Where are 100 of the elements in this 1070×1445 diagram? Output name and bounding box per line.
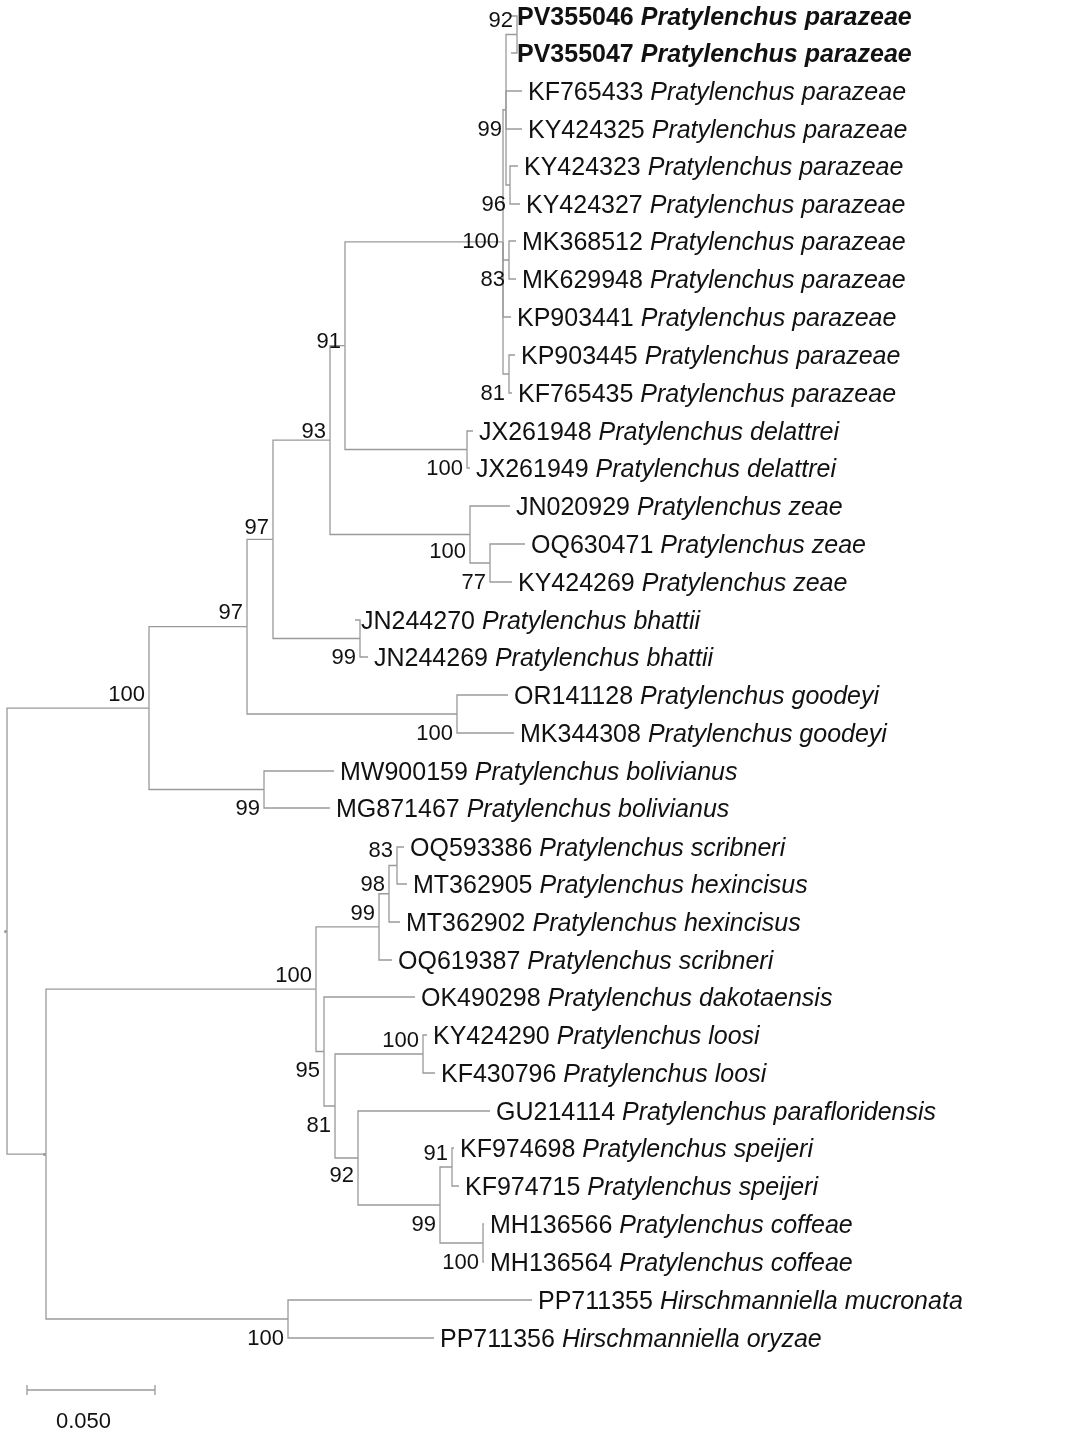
tree-branch (148, 626, 248, 709)
tree-branch (422, 1034, 428, 1055)
taxon-label: MT362905 Pratylenchus hexincisus (407, 870, 808, 898)
branch-junction (4, 929, 7, 933)
taxon-label: GU214114 Pratylenchus parafloridensis (490, 1097, 937, 1125)
bootstrap-value: 99 (331, 645, 356, 669)
bootstrap-value: 81 (480, 381, 505, 405)
tree-branch (469, 533, 491, 564)
bootstrap-value: 100 (416, 721, 453, 745)
bootstrap-value: 100 (426, 456, 463, 480)
tree-branch (344, 345, 468, 451)
tree-branch (456, 694, 509, 715)
bootstrap-value: 100 (275, 963, 312, 987)
taxon-label: MW900159 Pratylenchus bolivianus (334, 757, 738, 785)
taxon-label: KP903441 Pratylenchus parazeae (511, 303, 897, 331)
tree-branch (466, 430, 474, 451)
tree-branch (246, 626, 458, 715)
tree-branch (45, 988, 317, 1155)
tree-branch (396, 864, 408, 885)
tree-branch (329, 345, 346, 441)
tree-branch (359, 637, 369, 658)
tree-branch (469, 505, 511, 536)
taxon-label: MH136566 Pratylenchus coffeae (484, 1210, 853, 1238)
bootstrap-value: 92 (488, 8, 513, 32)
taxon-label: PP711355 Hirschmanniella mucronata (532, 1286, 963, 1314)
taxon-label: JN244270 Pratylenchus bhattii (355, 606, 701, 634)
bootstrap-value: 100 (247, 1326, 284, 1350)
tree-branch (334, 1053, 424, 1107)
bootstrap-value: 100 (462, 229, 499, 253)
bootstrap-value: 100 (108, 682, 145, 706)
bootstrap-value: 92 (329, 1163, 354, 1187)
tree-branch (439, 1204, 484, 1244)
tree-branch (323, 996, 416, 1053)
taxon-label: MT362902 Pratylenchus hexincisus (400, 908, 801, 936)
tree-branch (344, 241, 504, 347)
taxon-label: MK368512 Pratylenchus parazeae (516, 227, 906, 255)
tree-branch (509, 184, 521, 205)
bootstrap-value: 99 (350, 901, 375, 925)
bootstrap-value: 96 (481, 192, 506, 216)
tree-branch (315, 988, 325, 1053)
tree-branch (489, 543, 526, 564)
tree-branch (334, 1105, 359, 1159)
tree-branch (148, 707, 265, 791)
taxon-label: JN244269 Pratylenchus bhattii (368, 643, 714, 671)
tree-branch (6, 707, 150, 932)
tree-branch (315, 926, 380, 990)
tree-branch (263, 788, 331, 809)
taxon-label: KF765435 Pratylenchus parazeae (512, 379, 897, 407)
taxon-label: KF430796 Pratylenchus loosi (435, 1059, 767, 1087)
tree-branch (502, 109, 507, 243)
taxon-label: KP903445 Pratylenchus parazeae (515, 341, 901, 369)
tree-branch (509, 165, 519, 186)
bootstrap-value: 81 (306, 1113, 331, 1137)
tree-branch (378, 926, 393, 961)
tree-branch (246, 538, 274, 628)
taxon-label: MK344308 Pratylenchus goodeyi (514, 719, 887, 747)
taxon-label: OQ619387 Pratylenchus scribneri (392, 946, 774, 974)
tree-branch (456, 713, 515, 734)
tree-branch (357, 1110, 491, 1159)
tree-branch (451, 1147, 455, 1168)
bootstrap-value: 100 (442, 1250, 479, 1274)
taxon-label: KY424290 Pratylenchus loosi (427, 1021, 760, 1049)
tree-branch (354, 619, 361, 640)
bootstrap-value: 99 (235, 796, 260, 820)
tree-branch (396, 846, 405, 867)
taxon-label: MH136564 Pratylenchus coffeae (484, 1248, 853, 1276)
tree-branch (451, 1166, 460, 1187)
taxon-label: PV355047 Pratylenchus parazeae (511, 39, 912, 67)
taxon-label: KY424327 Pratylenchus parazeae (520, 190, 906, 218)
tree-branch (505, 109, 511, 186)
scale-value: 0.050 (56, 1408, 112, 1434)
bootstrap-value: 83 (368, 838, 393, 862)
taxon-label: OQ593386 Pratylenchus scribneri (404, 833, 786, 861)
taxon-label: MG871467 Pratylenchus bolivianus (330, 794, 730, 822)
tree-branch (508, 354, 516, 375)
taxon-label: KY424269 Pratylenchus zeae (512, 568, 848, 596)
tree-branch (510, 15, 518, 36)
tree-branch (502, 241, 510, 375)
bootstrap-value: 99 (411, 1212, 436, 1236)
tree-branch (388, 893, 401, 923)
tree-branch (323, 1050, 336, 1107)
tree-branch (45, 1153, 289, 1320)
taxon-label: PP711356 Hirschmanniella oryzae (434, 1324, 822, 1352)
bootstrap-value: 100 (382, 1028, 419, 1052)
tree-branch (482, 1242, 485, 1263)
bootstrap-value: 95 (295, 1058, 320, 1082)
bootstrap-value: 83 (480, 267, 505, 291)
taxon-label: OQ630471 Pratylenchus zeae (525, 530, 866, 558)
bootstrap-value: 100 (429, 539, 466, 563)
taxon-label: JN020929 Pratylenchus zeae (510, 492, 843, 520)
taxon-label: KY424325 Pratylenchus parazeae (522, 115, 908, 143)
tree-branch (272, 538, 361, 640)
taxon-label: PV355046 Pratylenchus parazeae (511, 2, 912, 30)
tree-branch (357, 1157, 441, 1206)
tree-branch (510, 33, 518, 54)
tree-branch (272, 439, 331, 540)
tree-branch (287, 1318, 435, 1339)
tree-branch (508, 373, 513, 394)
tree-branch (439, 1166, 453, 1206)
taxon-label: JX261949 Pratylenchus delattrei (470, 454, 836, 482)
